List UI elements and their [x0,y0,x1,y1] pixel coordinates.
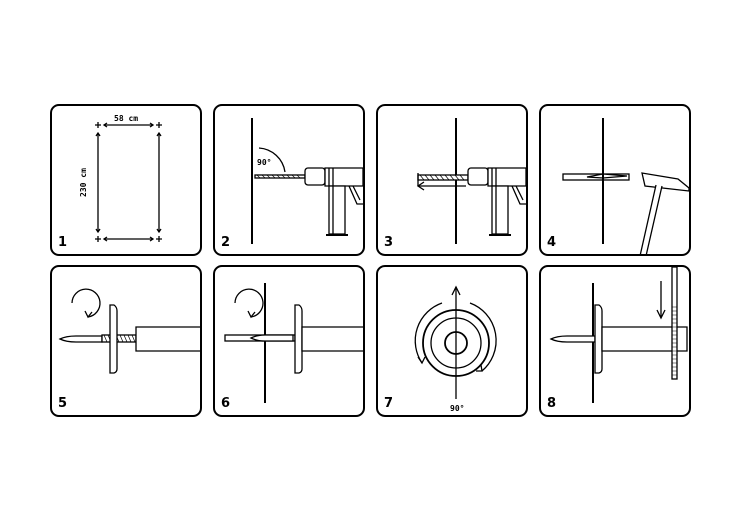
rotate-right-arrow [469,302,497,372]
sleeve [135,326,200,352]
hammer-handle [639,184,663,254]
mark-top-right [156,122,162,128]
step-number: 7 [384,396,394,411]
drill-handle [328,185,346,235]
step-panel-7: 90° 7 [376,265,528,417]
step-number: 2 [221,235,231,250]
step-number: 6 [221,396,231,411]
rotate-arrow-icon [71,288,101,318]
step-panel-4: 4 [539,104,691,256]
step-number: 8 [547,396,557,411]
angle-label: 90° [450,404,465,413]
step-number: 1 [58,235,68,250]
step-panel-2: 90° 2 [213,104,365,256]
screw [549,335,596,343]
hammer-head [641,172,689,192]
mounting-plate [294,304,303,374]
angle-arc [258,147,286,173]
height-label: 230 cm [78,168,88,197]
mark-top-left [95,122,101,128]
measurement-diagram [95,122,162,242]
inner-ring [444,331,468,355]
mounting-plate [109,304,118,374]
drill-chuck [304,167,326,186]
rotate-90-diagram [414,285,497,399]
rotate-left-arrow [414,302,443,364]
drill-body [487,167,526,187]
angle-label: 90° [257,158,272,167]
sleeve [301,326,363,352]
drill-handle [491,185,509,235]
mark-bottom-left [95,236,101,242]
drill-perpendicular-diagram [251,118,363,244]
step-number: 3 [384,235,394,250]
step-number: 4 [547,235,557,250]
rotate-arrow-icon [234,288,264,318]
step-panel-5: 5 [50,265,202,417]
step-panel-6: 6 [213,265,365,417]
drill-body [324,167,363,187]
width-label: 58 cm [114,114,139,123]
step-panel-1: 58 cm 230 cm 1 [50,104,202,256]
step-panel-8: 8 [539,265,691,417]
drill-chuck [467,167,489,186]
screw-turn-diagram [58,288,200,374]
final-mount-diagram [549,267,688,403]
outer-ring [422,309,490,377]
drill-withdraw-diagram [416,118,526,244]
hammer-anchor-diagram [562,118,689,254]
insert-wall-diagram [224,283,363,403]
mounting-plate [594,304,603,374]
mark-bottom-right [156,236,162,242]
middle-ring [430,317,482,369]
step-number: 5 [58,396,68,411]
step-panel-3: 3 [376,104,528,256]
screw [58,335,103,343]
sleeve [601,326,688,352]
